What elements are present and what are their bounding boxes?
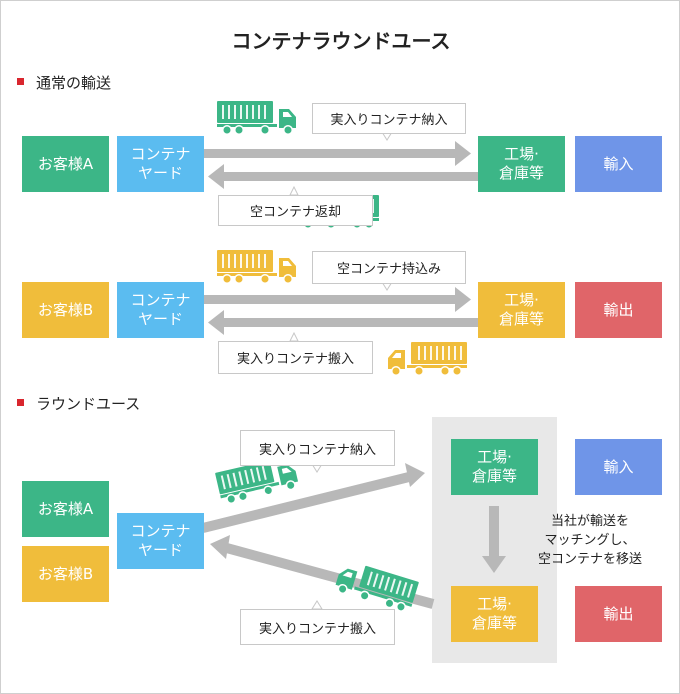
- matching-note: 当社が輸送を マッチングし、 空コンテナを移送: [537, 514, 642, 567]
- factory-warehouse-box: 工場· 倉庫等: [478, 136, 565, 192]
- arrow-head-diagonal-up: [405, 463, 425, 487]
- callout-full-container-delivery: 実入りコンテナ納入: [240, 430, 395, 466]
- export-box: 輸出: [575, 586, 662, 642]
- diagram-title: コンテナラウンドユース: [231, 29, 451, 53]
- customer-b-box: お客様B: [22, 282, 109, 338]
- customer-a-box: お客様A: [22, 136, 109, 192]
- arrow-head-left: [208, 164, 224, 189]
- arrow-head-right: [455, 287, 471, 312]
- arrow-shaft-right: [203, 295, 465, 304]
- callout-full-container-carry-in: 実入りコンテナ搬入: [218, 341, 373, 374]
- customer-a-box: お客様A: [22, 481, 109, 537]
- arrow-shaft-left: [219, 172, 479, 181]
- factory-warehouse-box: 工場· 倉庫等: [478, 282, 565, 338]
- import-box: 輸入: [575, 136, 662, 192]
- container-truck-icon: [388, 342, 467, 376]
- container-yard-box: コンテナ ヤード: [117, 513, 204, 569]
- arrow-head-down: [482, 556, 506, 573]
- section-heading-round-use: ラウンドユース: [17, 393, 140, 414]
- factory-warehouse-box: 工場· 倉庫等: [451, 439, 538, 495]
- section-heading-normal-text: 通常の輸送: [36, 74, 112, 92]
- arrow-shaft-diagonal-up: [201, 471, 415, 533]
- container-yard-box: コンテナ ヤード: [117, 282, 204, 338]
- arrow-head-diagonal-down: [210, 535, 230, 559]
- export-box: 輸出: [575, 282, 662, 338]
- arrow-shaft-down: [489, 506, 499, 558]
- customer-b-box: お客様B: [22, 546, 109, 602]
- container-truck-icon: [333, 558, 419, 615]
- arrow-head-left: [208, 310, 224, 335]
- container-truck-icon: [217, 250, 296, 284]
- section-marker: [17, 399, 24, 406]
- arrow-shaft-left: [219, 318, 479, 327]
- section-heading-round-use-text: ラウンドユース: [36, 395, 141, 413]
- arrow-shaft-right: [203, 149, 465, 158]
- section-heading-normal: 通常の輸送: [17, 72, 111, 93]
- import-box: 輸入: [575, 439, 662, 495]
- arrow-head-right: [455, 141, 471, 166]
- section-marker: [17, 78, 24, 85]
- callout-empty-container-bring-in: 空コンテナ持込み: [312, 251, 466, 284]
- container-yard-box: コンテナ ヤード: [117, 136, 204, 192]
- callout-full-container-delivery: 実入りコンテナ納入: [312, 103, 466, 134]
- callout-empty-container-return: 空コンテナ返却: [218, 195, 373, 226]
- factory-warehouse-box: 工場· 倉庫等: [451, 586, 538, 642]
- callout-full-container-carry-in: 実入りコンテナ搬入: [240, 609, 395, 645]
- container-truck-icon: [217, 101, 296, 135]
